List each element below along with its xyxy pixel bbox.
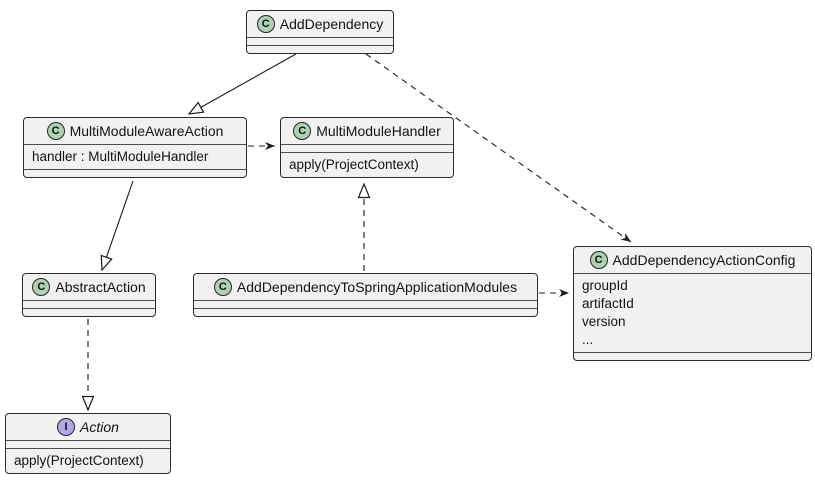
fields-compartment: [194, 301, 537, 308]
method-label: apply(ProjectContext): [14, 453, 144, 468]
class-box-add-dependency: C AddDependency: [246, 10, 394, 54]
interface-box-action: I Action apply(ProjectContext): [5, 413, 171, 474]
class-box-add-dependency-action-config: C AddDependencyActionConfig groupId arti…: [573, 246, 812, 361]
class-name: MultiModuleAwareAction: [69, 123, 224, 139]
field-label: ...: [582, 332, 594, 347]
class-icon: C: [589, 251, 608, 269]
class-box-multi-module-handler: C MultiModuleHandler apply(ProjectContex…: [280, 117, 454, 178]
extends-arrow-adddependency-to-multimoduleawareaction: [189, 53, 297, 114]
methods-compartment: apply(ProjectContext): [6, 448, 170, 473]
method-label: apply(ProjectContext): [289, 157, 419, 172]
methods-compartment: [24, 169, 246, 177]
fields-compartment: [6, 441, 170, 448]
field-label: artifactId: [582, 296, 634, 311]
methods-compartment: apply(ProjectContext): [281, 152, 453, 177]
class-name: AbstractAction: [55, 279, 146, 295]
class-icon: C: [213, 278, 232, 296]
fields-compartment: groupId artifactId version ...: [574, 274, 811, 352]
class-box-multi-module-aware-action: C MultiModuleAwareAction handler : Multi…: [23, 117, 247, 178]
class-icon: C: [293, 122, 312, 140]
methods-compartment: [23, 308, 155, 316]
methods-compartment: [194, 308, 537, 316]
class-box-add-dependency-to-spring-application-modules: C AddDependencyToSpringApplicationModule…: [193, 273, 538, 317]
fields-compartment: [247, 38, 393, 45]
methods-compartment: [247, 45, 393, 53]
methods-compartment: [574, 352, 811, 360]
class-header: C AddDependency: [247, 11, 393, 38]
class-header: C AddDependencyToSpringApplicationModule…: [194, 274, 537, 301]
class-header: C AddDependencyActionConfig: [574, 247, 811, 274]
class-icon: C: [256, 15, 275, 33]
class-name: AddDependencyActionConfig: [612, 252, 796, 268]
fields-compartment: handler : MultiModuleHandler: [24, 145, 246, 169]
interface-header: I Action: [6, 414, 170, 441]
class-box-abstract-action: C AbstractAction: [22, 273, 156, 317]
field-label: version: [582, 314, 626, 329]
field-label: groupId: [582, 278, 628, 293]
class-name: MultiModuleHandler: [316, 123, 441, 139]
class-header: C MultiModuleAwareAction: [24, 118, 246, 145]
class-name: AddDependency: [279, 16, 384, 32]
class-header: C AbstractAction: [23, 274, 155, 301]
interface-icon: I: [57, 418, 76, 436]
class-header: C MultiModuleHandler: [281, 118, 453, 145]
extends-arrow-multimoduleawareaction-to-abstractaction: [102, 180, 134, 270]
field-label: handler : MultiModuleHandler: [32, 149, 209, 164]
interface-name: Action: [80, 419, 119, 435]
class-icon: C: [46, 122, 65, 140]
class-icon: C: [32, 278, 51, 296]
fields-compartment: [23, 301, 155, 308]
fields-compartment: [281, 145, 453, 152]
class-name: AddDependencyToSpringApplicationModules: [236, 279, 518, 295]
